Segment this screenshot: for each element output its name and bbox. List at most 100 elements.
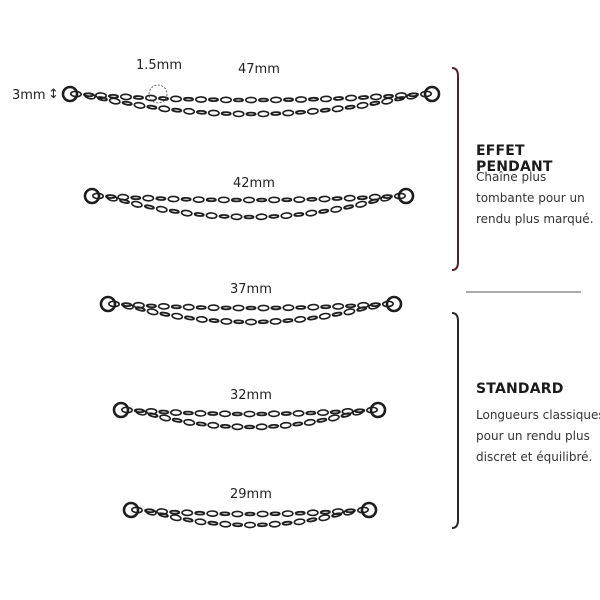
chain-link	[332, 302, 345, 310]
chain-link	[170, 409, 182, 417]
chain-link	[258, 97, 269, 103]
chain-link	[282, 304, 295, 312]
chain-link	[303, 418, 316, 426]
chain-link	[219, 423, 231, 429]
chain-link	[319, 107, 331, 113]
chain-link	[331, 512, 342, 518]
chain-link	[305, 410, 317, 416]
chain-link	[317, 409, 329, 417]
chain-link	[158, 105, 171, 113]
group-desc-line: tombante pour un	[476, 191, 585, 205]
chain-link	[207, 411, 219, 416]
chain-link	[327, 414, 340, 422]
chain-length-label: 42mm	[233, 176, 275, 191]
chain-link	[320, 95, 332, 103]
chain-link	[220, 305, 232, 311]
chain-link	[232, 110, 245, 118]
chain-link	[306, 517, 318, 523]
chain-link	[281, 510, 294, 518]
chain-link	[269, 317, 282, 325]
chain-link	[194, 518, 207, 526]
chain-link	[196, 109, 207, 115]
chain-link	[206, 510, 219, 518]
chain-link	[316, 417, 328, 423]
chain-link	[230, 213, 243, 221]
chain-link	[282, 318, 294, 323]
chain-link	[120, 93, 132, 101]
chain-link	[180, 196, 192, 202]
chain-link	[219, 520, 232, 528]
chain-link	[230, 197, 242, 203]
chain-link	[170, 95, 182, 103]
chain-link	[331, 311, 343, 317]
chain-link	[369, 100, 381, 106]
chain-link	[381, 97, 394, 105]
chain-link	[268, 214, 280, 219]
chain-link	[122, 302, 134, 310]
chain-link	[194, 409, 207, 417]
chain-link	[194, 510, 206, 516]
chain-link	[406, 92, 418, 100]
chain-link	[218, 214, 230, 219]
height-label: 3mm	[12, 88, 46, 103]
group-desc-line: pour un rendu plus	[476, 429, 590, 443]
chain-link	[231, 423, 244, 431]
chain-link	[356, 306, 368, 312]
chain-link	[158, 96, 169, 101]
chain-link	[158, 512, 169, 518]
chain-link	[340, 412, 352, 418]
group-desc-line: discret et équilibré.	[476, 450, 593, 464]
chain-link	[108, 97, 121, 105]
chain-link	[356, 195, 368, 201]
chain-link	[295, 96, 307, 103]
chain-link	[307, 303, 320, 311]
chain-link	[394, 96, 406, 102]
chain-length-label: 37mm	[230, 282, 272, 297]
chain-link	[343, 204, 355, 210]
chain-link	[155, 196, 167, 201]
chain-link	[370, 93, 382, 101]
chain-link	[181, 509, 194, 517]
chain-link	[244, 511, 256, 517]
chain-link	[318, 312, 331, 320]
link-width-label: 1.5mm	[136, 58, 183, 73]
chain-link	[145, 508, 157, 516]
chain-link	[207, 304, 220, 312]
chain-link	[243, 196, 256, 204]
chain-link	[345, 94, 357, 102]
jump-ring-icon	[99, 295, 117, 313]
chain-link	[245, 96, 258, 104]
chain-link	[168, 208, 180, 214]
group-title-standard: STANDARD	[476, 381, 564, 397]
chain-link	[270, 96, 282, 104]
chain-link	[195, 421, 207, 427]
jump-ring-icon	[397, 187, 415, 205]
chain-link	[356, 101, 369, 109]
chain-link	[207, 421, 220, 429]
chain-link	[318, 195, 331, 203]
chain-link	[270, 111, 282, 116]
chain-link	[133, 95, 144, 100]
chain-link	[135, 408, 147, 416]
chain-link	[195, 305, 207, 310]
jump-ring-icon	[83, 187, 101, 205]
chain-link	[243, 410, 256, 418]
chain-link	[96, 96, 108, 102]
chain-link	[256, 522, 268, 528]
chain-link	[146, 308, 159, 316]
chain-link	[147, 412, 159, 418]
chain-link	[331, 105, 344, 113]
chain-link	[319, 509, 331, 515]
chain-link	[205, 197, 217, 203]
bracket-standard	[451, 312, 459, 529]
group-desc-line: Chaîne plus	[476, 170, 547, 184]
chain-link	[331, 196, 343, 201]
chain-link	[343, 508, 355, 516]
chain-link	[193, 212, 205, 217]
chain-link	[182, 410, 194, 416]
link-zoom-marker	[148, 84, 168, 104]
group-title-effet-pendant: EFFET PENDANT	[476, 143, 553, 175]
chain-link	[207, 109, 220, 117]
chain-link	[257, 110, 270, 118]
